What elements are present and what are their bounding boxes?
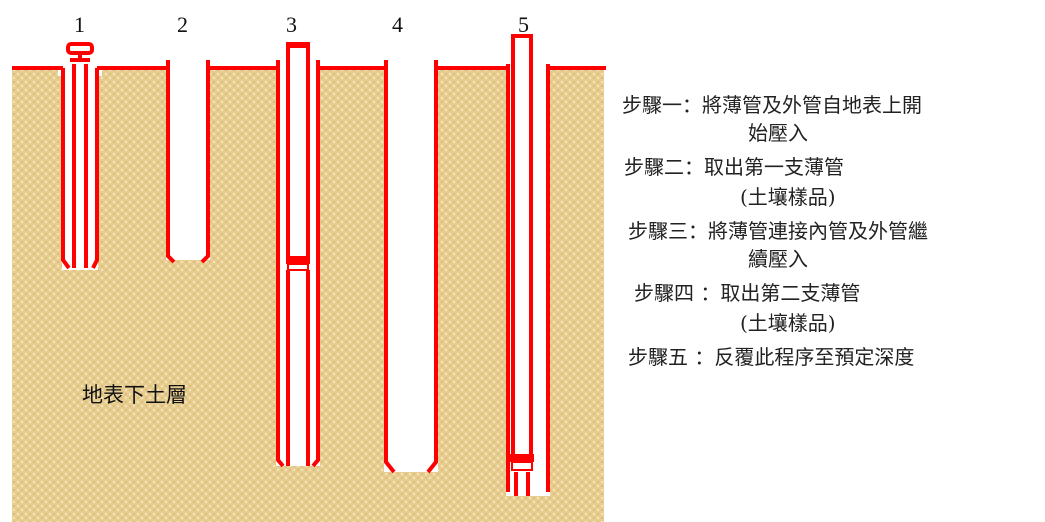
soil-sampling-diagram: 1 2 3 4 5 (12, 12, 606, 522)
step-3-cont: 續壓入 (748, 246, 808, 272)
step-1-label: 步驟一： (622, 93, 702, 117)
step-2-cont: (土壤樣品) (740, 184, 836, 210)
pipe-number-2: 2 (177, 12, 188, 37)
pipe-number-1: 1 (74, 12, 85, 37)
step-2-text-cont: (土壤樣品) (740, 185, 836, 209)
step-3: 步驟三：將薄管連接內管及外管繼 (628, 218, 928, 244)
step-4-text: 取出第二支薄管 (720, 281, 861, 305)
step-2-text: 取出第一支薄管 (704, 155, 844, 179)
soil-layer-label: 地表下土層 (82, 383, 187, 407)
step-4-cont: (土壤樣品) (740, 310, 836, 336)
pipe-3 (276, 42, 320, 468)
pipe-number-5: 5 (518, 12, 529, 37)
step-3-label: 步驟三： (628, 219, 708, 243)
step-3-text: 將薄管連接內管及外管繼 (708, 219, 928, 243)
step-3-text-cont: 續壓入 (748, 247, 808, 271)
pipe-1 (58, 42, 102, 270)
step-4-label: 步驟四 ： (634, 281, 721, 305)
pipe-4 (384, 60, 438, 474)
pipe-number-3: 3 (286, 12, 297, 37)
step-2: 步驟二：取出第一支薄管 (624, 154, 844, 180)
step-1-cont: 始壓入 (748, 120, 808, 146)
step-2-label: 步驟二： (624, 155, 704, 179)
step-1-text: 將薄管及外管自地表上開 (702, 93, 922, 117)
step-4: 步驟四 ：取出第二支薄管 (634, 280, 860, 306)
pipe-5 (506, 34, 550, 496)
pipe-number-4: 4 (392, 12, 403, 37)
step-4-text-cont: (土壤樣品) (740, 311, 836, 335)
step-5: 步驟五 ：反覆此程序至預定深度 (628, 344, 914, 370)
pipe-2 (166, 60, 210, 264)
step-5-text: 反覆此程序至預定深度 (714, 345, 915, 369)
step-5-label: 步驟五 ： (628, 345, 715, 369)
step-1: 步驟一：將薄管及外管自地表上開 (622, 92, 922, 118)
step-1-text-cont: 始壓入 (748, 121, 808, 145)
